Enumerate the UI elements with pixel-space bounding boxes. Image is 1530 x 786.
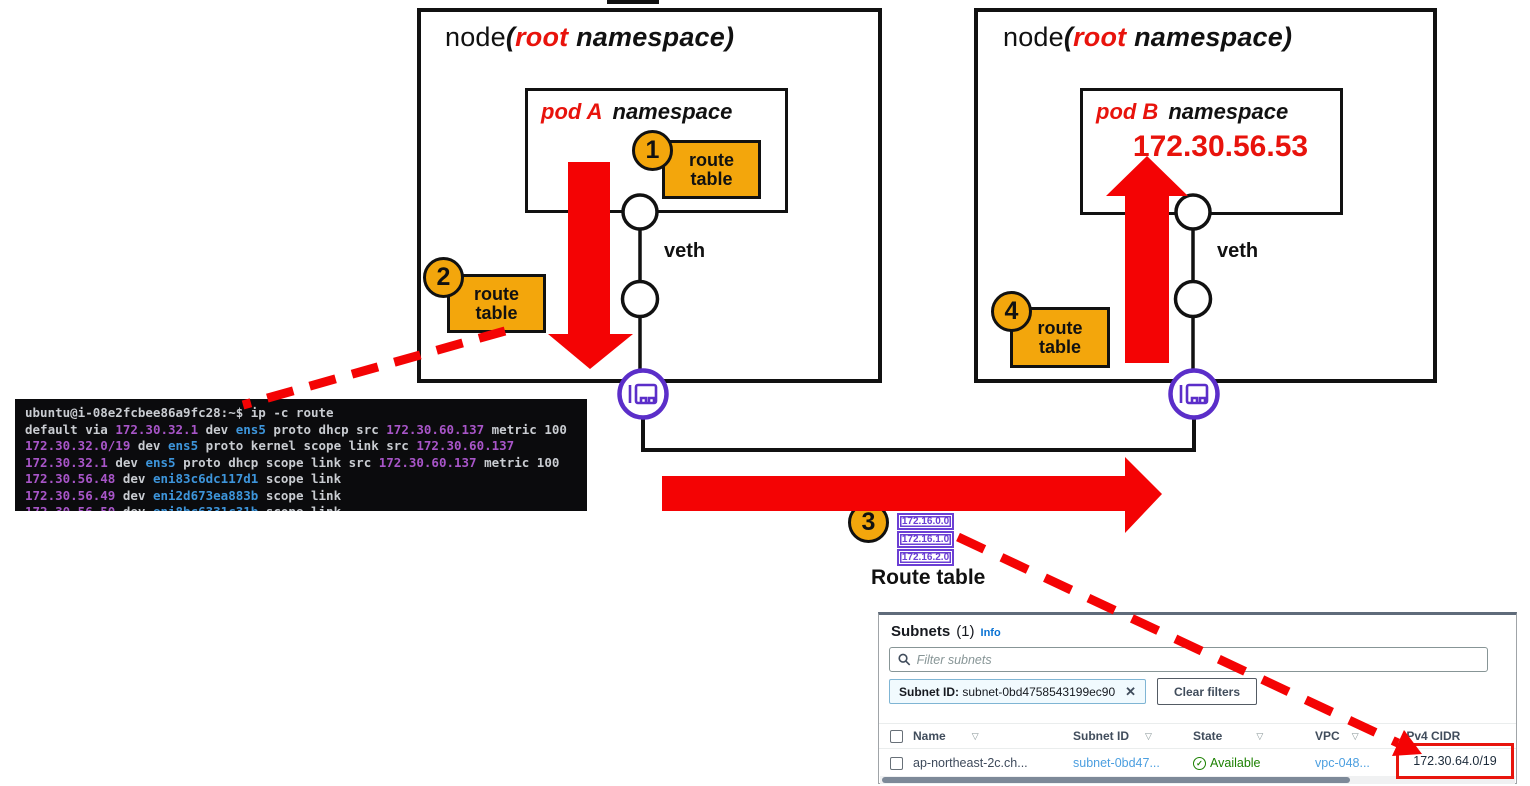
sort-icon[interactable]: ▽ [1351,730,1359,741]
node-word: node [445,22,506,52]
subnet-table-row: ap-northeast-2c.ch... subnet-0bd47... ✓ … [879,749,1516,777]
veth-label-left: veth [664,240,706,262]
terminal-line: 172.30.56.49 dev eni2d673ea883b scope li… [25,487,342,503]
available-check-icon: ✓ [1193,756,1206,770]
clear-filters-button[interactable]: Clear filters [1157,678,1258,705]
panel-title: Subnets [891,623,951,640]
badge-3: 3 [848,502,889,543]
terminal-line: 172.30.56.48 dev eni83c6dc117d1 scope li… [25,471,342,486]
badge-4: 4 [991,291,1032,332]
terminal-line: 172.30.32.0/19 dev ens5 proto kernel sco… [25,438,515,453]
sort-icon[interactable]: ▽ [971,730,979,741]
info-link[interactable]: Info [980,627,1001,639]
cropped-top-fragment [607,0,659,4]
aws-subnets-panel: Subnets (1) Info Subnet ID: subnet-0bd47… [878,612,1517,784]
cell-state: ✓ Available [1193,756,1315,770]
pod-b-ip: 172.30.56.53 [1132,130,1309,163]
cidr-highlight-box: 172.30.64.0/19 [1396,743,1514,779]
horizontal-scrollbar[interactable] [880,776,1515,784]
terminal-line: 172.30.56.50 dev eni8bc6331c31b scope li… [25,504,577,511]
subnet-filter-input[interactable] [916,652,1479,667]
node-word: node [1003,22,1064,52]
route-entry-box-2: 172.16.1.0 [897,531,954,548]
route-table-caption: Route table [871,566,986,589]
panel-count: (1) [956,623,975,640]
terminal-window: ubuntu@i-08e2fcbee86a9fc28:~$ ip -c rout… [15,399,587,511]
node-title-right: node(root namespace) [1003,22,1293,52]
node-to-node-link-line [641,412,1196,452]
sort-icon[interactable]: ▽ [1145,730,1152,741]
node-title-left: node(root namespace) [445,22,735,52]
cell-vpc[interactable]: vpc-048... [1315,756,1370,770]
veth-label-right: veth [1217,240,1259,262]
column-vpc[interactable]: VPC▽ [1315,729,1359,743]
filter-chip[interactable]: Subnet ID: subnet-0bd4758543199ec90 ✕ [889,679,1147,704]
sort-icon[interactable]: ▽ [1256,730,1264,741]
root-namespace-word: root [515,22,569,52]
root-namespace-word: root [1073,22,1127,52]
row-checkbox[interactable] [889,756,903,770]
cell-name[interactable]: ap-northeast-2c.ch... [913,756,1028,770]
route-entry-box-3: 172.16.2.0 [897,549,954,566]
column-ipv4-cidr[interactable]: IPv4 CIDR [1403,729,1461,743]
column-subnet-id[interactable]: Subnet ID▽ [1073,729,1152,743]
column-state[interactable]: State▽ [1193,729,1264,743]
cell-subnet-id[interactable]: subnet-0bd47... [1073,756,1160,770]
column-name[interactable]: Name▽ [913,729,979,743]
chip-close-icon[interactable]: ✕ [1125,683,1137,699]
badge-1: 1 [632,130,673,171]
badge-2: 2 [423,257,464,298]
route-entry-box-1: 172.16.0.0 [897,513,954,530]
search-icon [898,653,911,666]
scrollbar-thumb[interactable] [882,777,1350,783]
header-checkbox[interactable] [889,729,903,743]
terminal-line: 172.30.32.1 dev ens5 proto dhcp scope li… [25,454,560,470]
terminal-line: default via 172.30.32.1 dev ens5 proto d… [25,421,567,437]
subnet-filter-searchbox[interactable] [889,647,1488,672]
terminal-line: ubuntu@i-08e2fcbee86a9fc28:~$ ip -c rout… [25,405,334,420]
